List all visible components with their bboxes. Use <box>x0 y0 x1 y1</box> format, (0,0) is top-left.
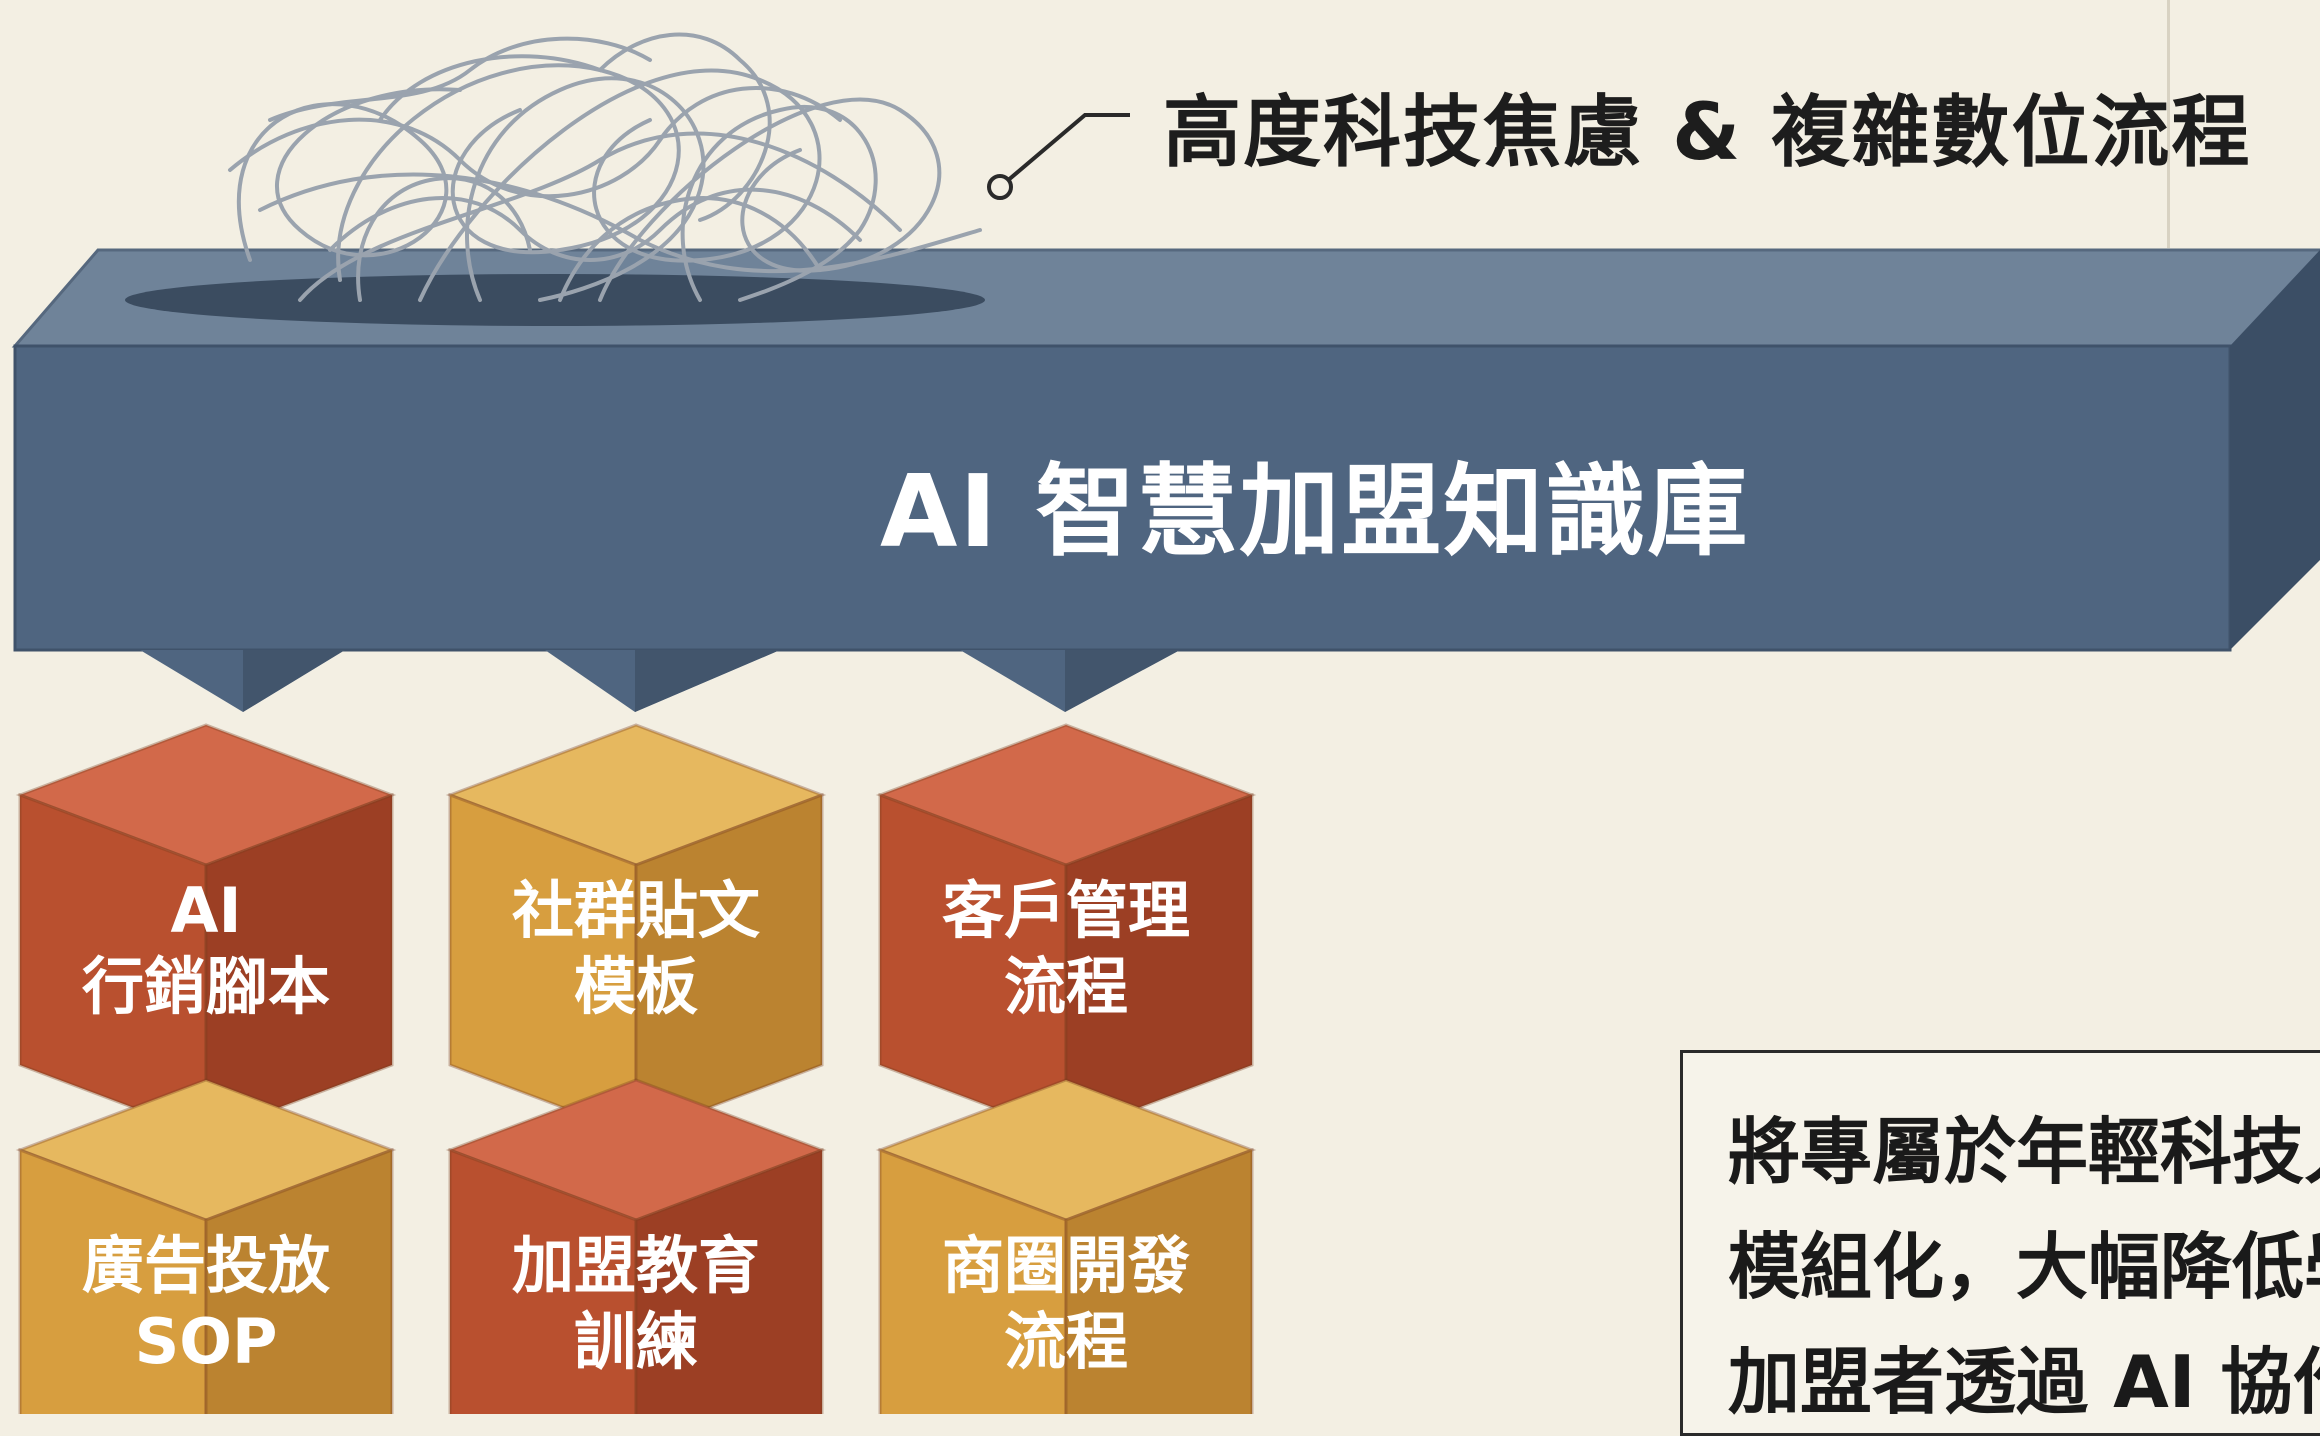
module-label-line1: 客戶管理 <box>941 874 1190 947</box>
module-label-5: 加盟教育訓練 <box>450 1228 822 1380</box>
module-cube-3 <box>875 723 1257 1138</box>
module-cube-1 <box>15 723 397 1138</box>
module-label-line1: 商圈開發 <box>941 1229 1190 1302</box>
cube-left-face <box>448 1147 638 1414</box>
module-label-line1: AI <box>170 874 242 947</box>
cube-left-face <box>18 1147 208 1414</box>
cube-right-face <box>634 1147 824 1414</box>
cube-right-face <box>634 792 824 1138</box>
module-cube-4 <box>15 1078 397 1414</box>
annotation-label: 高度科技焦慮 & 複雜數位流程 <box>1163 88 2252 178</box>
note-line-2: 模組化，大幅降低學 <box>1728 1225 2320 1309</box>
module-label-line2: 行銷腳本 <box>81 950 330 1023</box>
module-label-line1: 社群貼文 <box>511 874 760 947</box>
tangled-wires-icon <box>228 32 982 302</box>
module-label-line2: 流程 <box>1003 950 1128 1023</box>
beam-side-face <box>2230 250 2320 650</box>
connector-2-shade <box>635 650 780 712</box>
beam-title: AI 智慧加盟知識庫 <box>880 453 1750 570</box>
cube-right-face <box>1064 1147 1254 1414</box>
module-label-line2: 模板 <box>573 950 698 1023</box>
cube-right-face <box>204 1147 394 1414</box>
cube-left-face <box>878 1147 1068 1414</box>
module-cubes <box>15 723 1257 1414</box>
module-label-line2: SOP <box>134 1305 278 1378</box>
module-cube-6 <box>875 1078 1257 1414</box>
note-line-3: 加盟者透過 AI 協作 <box>1728 1340 2320 1424</box>
module-cube-5 <box>445 1078 827 1414</box>
funnel-opening <box>125 274 985 326</box>
connector-1-shade <box>243 650 345 712</box>
module-label-2: 社群貼文模板 <box>450 873 822 1025</box>
note-line-1: 將專屬於年輕科技人 <box>1728 1110 2320 1194</box>
divider-line <box>2167 0 2170 248</box>
connector-3-shade <box>1065 650 1180 712</box>
module-label-line2: 流程 <box>1003 1305 1128 1378</box>
module-cube-2 <box>445 723 827 1138</box>
module-label-line1: 廣告投放 <box>81 1229 330 1302</box>
module-label-6: 商圈開發流程 <box>880 1228 1252 1380</box>
module-label-line1: 加盟教育 <box>511 1229 760 1302</box>
annotation-leader <box>987 113 1130 200</box>
knowledge-base-beam <box>11 248 2320 712</box>
cube-right-face <box>1064 792 1254 1138</box>
module-label-line2: 訓練 <box>573 1305 698 1378</box>
module-label-3: 客戶管理流程 <box>880 873 1252 1025</box>
note-box: 將專屬於年輕科技人 模組化，大幅降低學 加盟者透過 AI 協作 <box>1680 1050 2320 1436</box>
cube-right-face <box>204 792 394 1138</box>
